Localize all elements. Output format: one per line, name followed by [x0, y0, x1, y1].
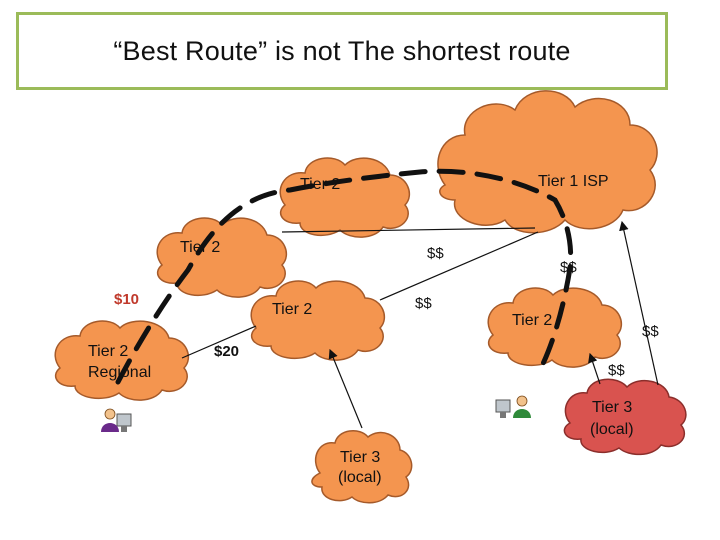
price-tier1-down: $$ [560, 259, 577, 276]
link-tier3right-tier1 [619, 220, 659, 386]
cloud-tier3-right [563, 378, 687, 456]
cloud-tier2-regional [54, 320, 190, 401]
label-tier2-top: Tier 2 [300, 176, 340, 193]
label-tier2-regional-line2: Regional [88, 364, 151, 381]
price-regional-link: $20 [214, 343, 239, 360]
label-tier1-isp: Tier 1 ISP [538, 173, 609, 190]
cloud-tier2-top [279, 157, 411, 238]
cloud-tier3-bottom [311, 430, 413, 504]
label-tier3-right-line2: (local) [590, 421, 634, 438]
label-tier2-right: Tier 2 [512, 312, 552, 329]
slide-title: “Best Route” is not The shortest route [113, 35, 571, 66]
price-right-outer: $$ [642, 323, 659, 340]
title-box: “Best Route” is not The shortest route [16, 12, 668, 90]
label-tier2-left: Tier 2 [180, 239, 220, 256]
cloud-tier2-mid [250, 280, 386, 361]
label-tier2-regional-line1: Tier 2 [88, 343, 128, 360]
best-route-dashed [115, 168, 574, 385]
link-regional-tier2mid [181, 325, 257, 359]
link-tier3right-tier2right [588, 352, 601, 385]
label-tier3-bottom-line1: Tier 3 [340, 449, 380, 466]
link-tier3bottom-tier2mid [328, 348, 363, 429]
cloud-tier1-isp [437, 90, 658, 234]
label-tier3-bottom-line2: (local) [338, 469, 382, 486]
price-upper-mid: $$ [427, 245, 444, 262]
price-mid: $$ [415, 295, 432, 312]
cloud-tier2-left [156, 217, 288, 298]
price-left-red: $10 [114, 291, 139, 308]
link-tier2mid-tier1 [379, 231, 539, 301]
user-computer-icon [101, 408, 132, 432]
price-right-lower: $$ [608, 362, 625, 379]
label-tier3-right-line1: Tier 3 [592, 399, 632, 416]
link-tier2left-tier1 [281, 227, 536, 233]
user-computer-icon [495, 395, 531, 418]
label-tier2-mid: Tier 2 [272, 301, 312, 318]
